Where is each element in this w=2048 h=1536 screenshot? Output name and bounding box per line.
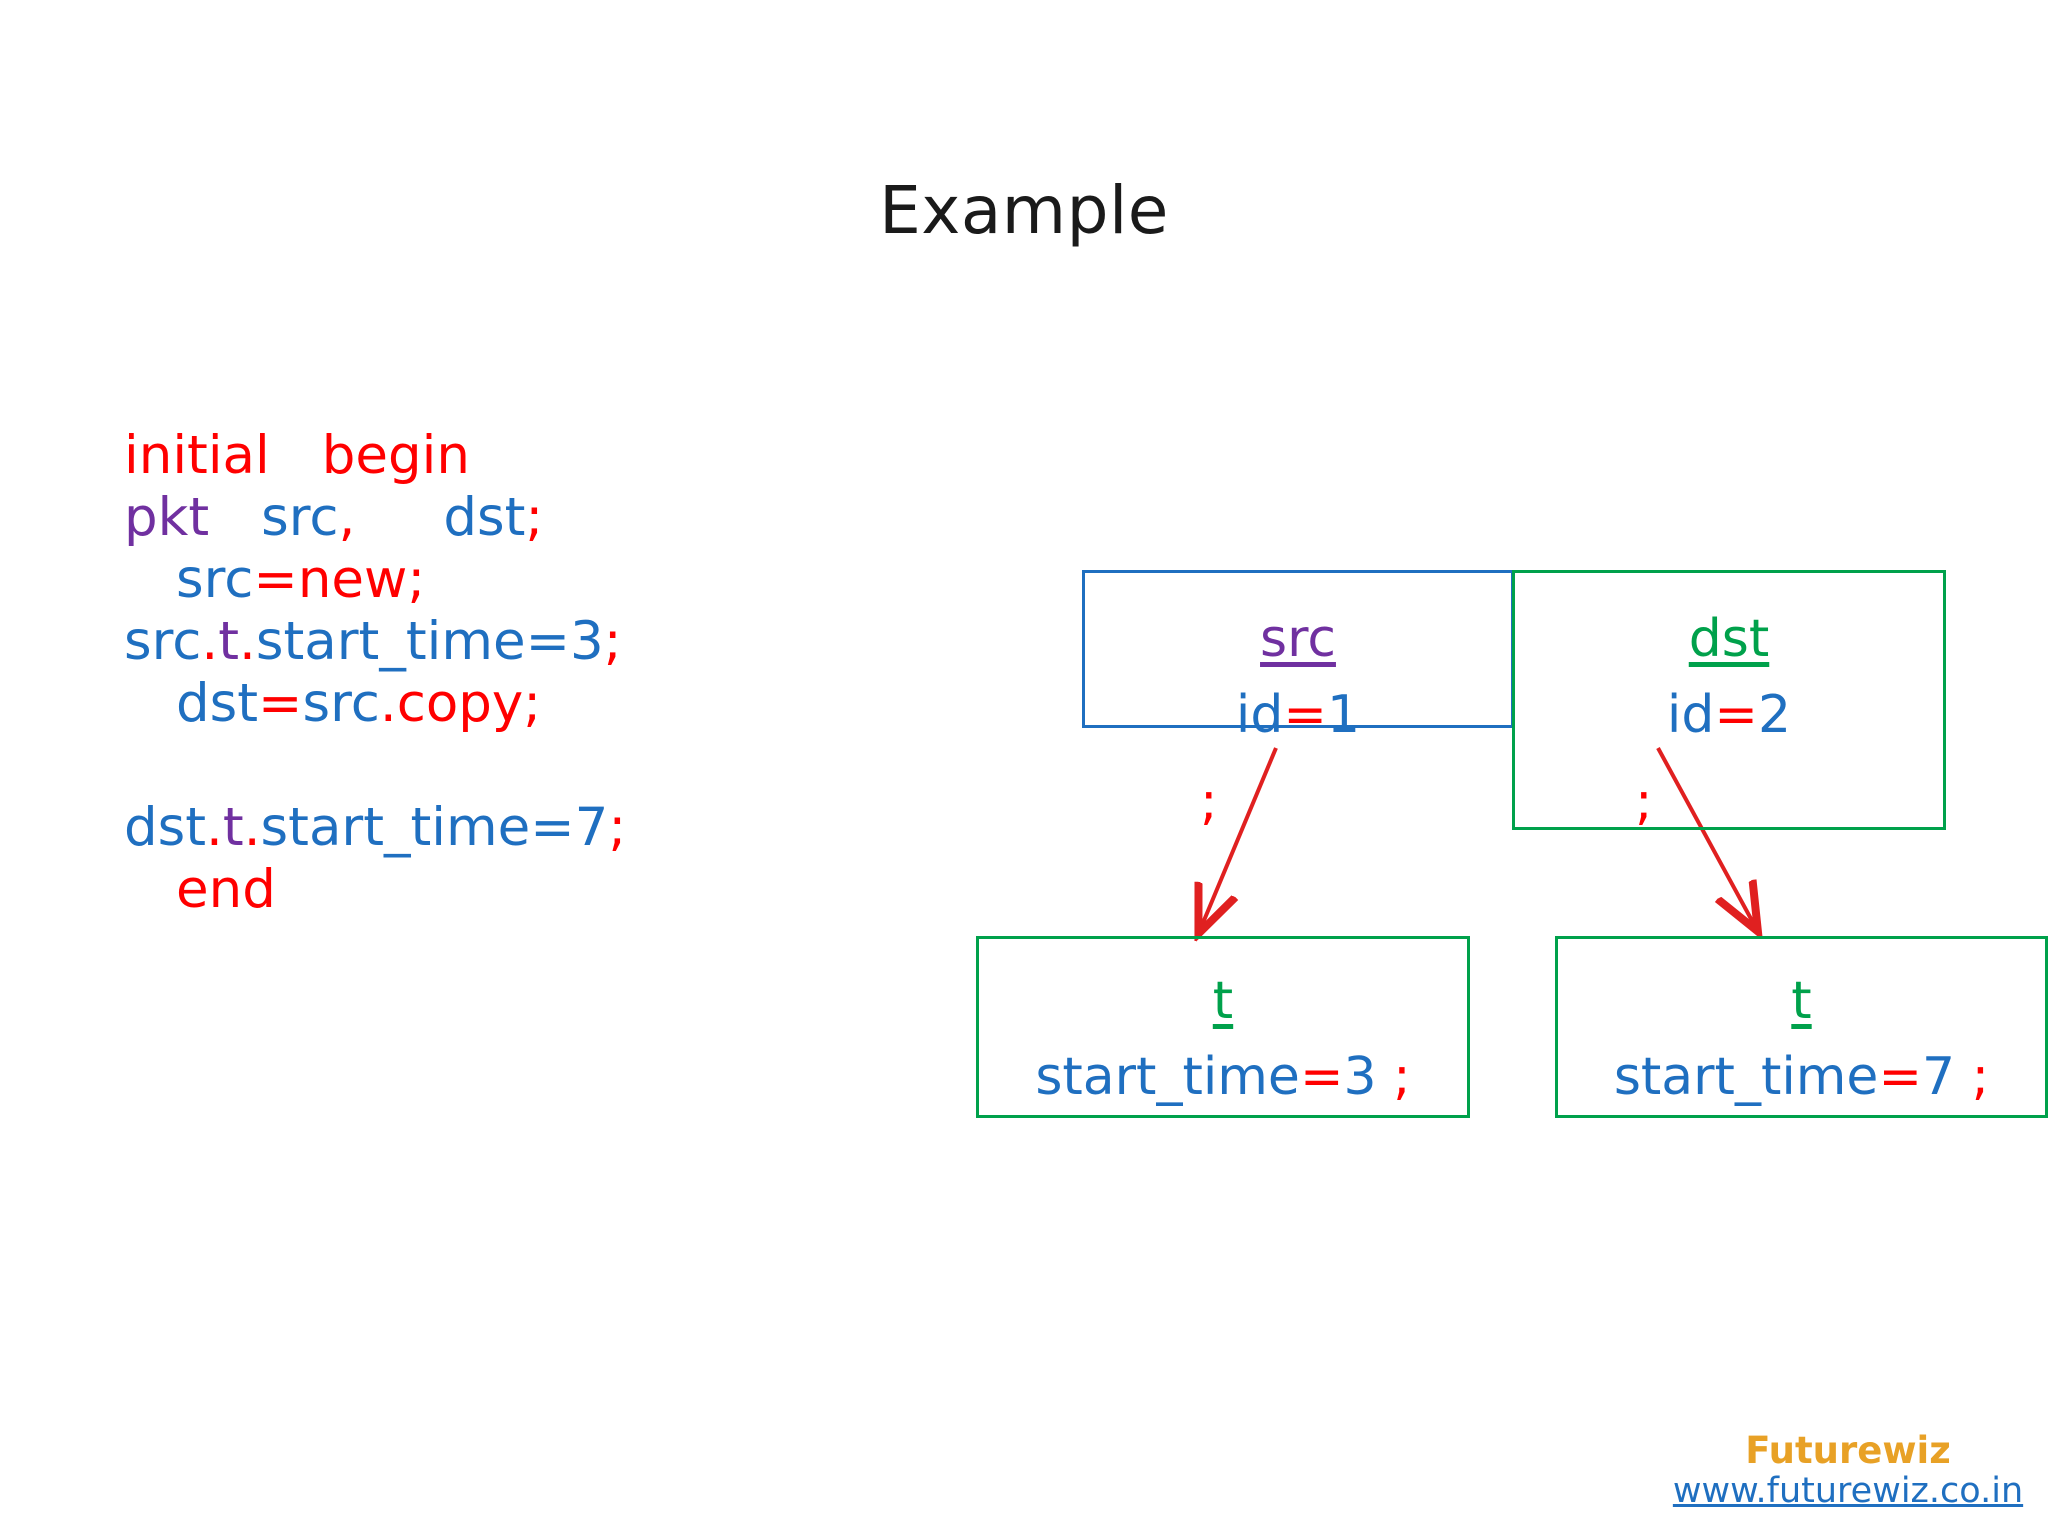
node-t-left-attr: start_time=3 ; (979, 1051, 1467, 1103)
code-token-src-copy-base: src (302, 673, 380, 734)
code-token-dot-3: . (379, 673, 397, 734)
code-token-new: new (297, 549, 408, 610)
node-src-attr-value: 1 (1326, 685, 1361, 745)
code-token-src-decl: src (261, 487, 339, 548)
node-src-title: src (1260, 609, 1336, 669)
node-t-right-semicolon: ; (1971, 1047, 1990, 1107)
node-dst-attr: id=2 (1515, 689, 1943, 741)
code-token-dst-assign: dst (176, 673, 259, 734)
node-dst-semicolon: ; (1635, 772, 1653, 832)
code-token-eq-4: = (530, 797, 575, 858)
node-t-right[interactable]: t start_time=7 ; (1555, 936, 2048, 1118)
node-t-right-attr-eq: = (1878, 1047, 1923, 1107)
code-token-semi-1: ; (525, 487, 544, 548)
code-token-initial: initial (124, 425, 270, 486)
node-t-left-attr-name: start_time (1035, 1047, 1300, 1107)
code-token-semi-5: ; (608, 797, 627, 858)
code-token-semi-3: ; (603, 611, 622, 672)
node-src[interactable]: src id=1 (1082, 570, 1514, 741)
code-token-seven: 7 (574, 797, 609, 858)
code-token-eq-1: = (253, 549, 298, 610)
code-token-eq-2: = (525, 611, 570, 672)
node-t-left-title: t (1212, 971, 1234, 1031)
code-token-copy: copy (396, 673, 524, 734)
node-src-attr: id=1 (1085, 689, 1511, 741)
node-dst-title: dst (1688, 609, 1770, 669)
code-token-t-2: t (222, 797, 244, 858)
code-token-src-assign: src (176, 549, 254, 610)
node-src-attr-eq: = (1283, 685, 1327, 745)
code-token-dst-decl: dst (443, 487, 526, 548)
footer: Futurewiz www.futurewiz.co.in (1648, 1429, 2048, 1511)
arrow-src-to-t (1200, 747, 1278, 930)
code-token-semi-2: ; (407, 549, 426, 610)
code-token-start-time-2: start_time (260, 797, 531, 858)
node-src-semicolon: ; (1200, 772, 1218, 832)
node-dst-attr-eq: = (1714, 685, 1758, 745)
brand-url-link[interactable]: www.futurewiz.co.in (1672, 1470, 2024, 1511)
code-token-semi-4: ; (523, 673, 542, 734)
code-token-end: end (176, 859, 276, 920)
page-title: Example (879, 172, 1169, 249)
code-token-three: 3 (570, 611, 604, 672)
arrow-dst-to-t (1656, 747, 1756, 928)
code-token-dot-5: . (243, 797, 261, 858)
node-t-right-attr: start_time=7 ; (1558, 1051, 2045, 1103)
code-token-eq-3: = (258, 673, 303, 734)
code-token-begin: begin (321, 425, 470, 486)
code-token-comma: , (338, 487, 356, 548)
node-t-left[interactable]: t start_time=3 ; (976, 936, 1470, 1118)
code-token-pkt: pkt (124, 487, 210, 548)
node-dst[interactable]: dst id=2 (1512, 570, 1946, 830)
code-token-src-path: src (124, 611, 202, 672)
code-token-start-time-1: start_time (255, 611, 526, 672)
code-token-t-1: t (218, 611, 240, 672)
node-src-attr-name: id (1235, 685, 1284, 745)
node-dst-attr-value: 2 (1757, 685, 1792, 745)
code-token-dst-path: dst (124, 797, 207, 858)
code-token-dot-2: . (239, 611, 256, 672)
node-t-left-attr-value: 3 (1343, 1047, 1377, 1107)
node-t-right-title: t (1791, 971, 1812, 1031)
node-t-left-semicolon: ; (1393, 1047, 1411, 1107)
node-t-right-attr-value: 7 (1922, 1047, 1956, 1107)
code-token-dot-1: . (201, 611, 219, 672)
node-dst-attr-name: id (1666, 685, 1715, 745)
code-token-dot-4: . (206, 797, 223, 858)
brand-name: Futurewiz (1745, 1429, 1951, 1472)
node-t-right-attr-name: start_time (1613, 1047, 1879, 1107)
node-t-left-attr-eq: = (1299, 1047, 1344, 1107)
